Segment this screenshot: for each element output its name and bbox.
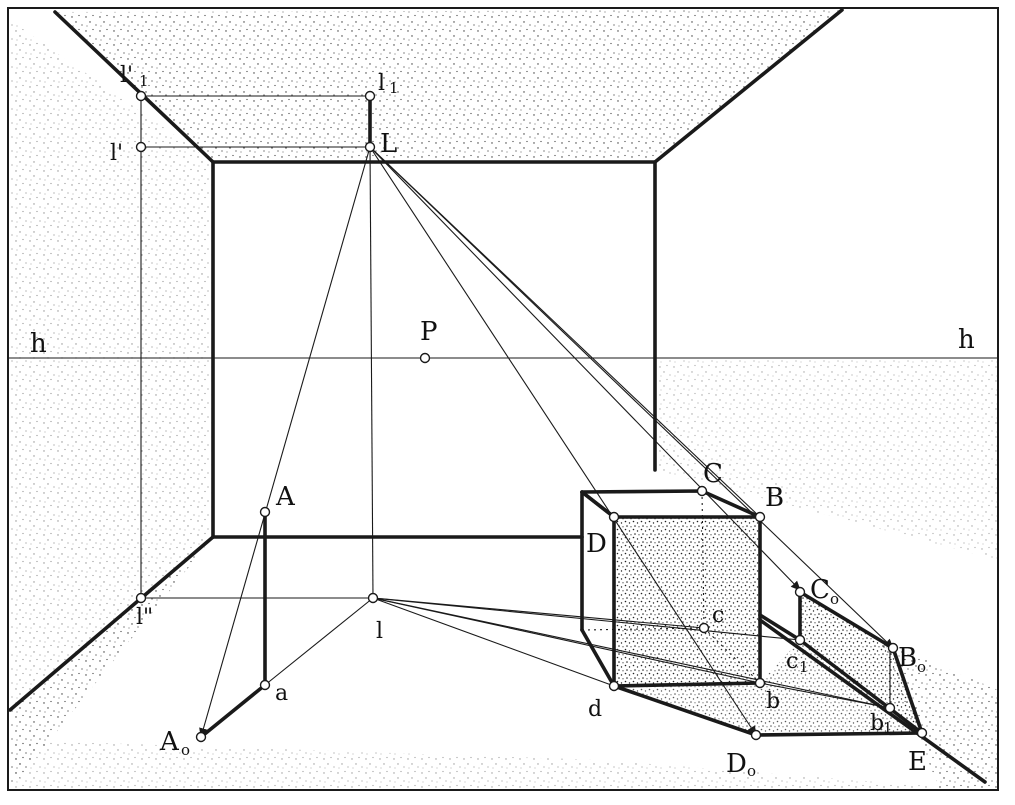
left-wall-surface (10, 20, 213, 710)
point-B0 (887, 642, 899, 654)
label-l1-sub: 1 (389, 79, 399, 97)
construction-points (135, 90, 928, 743)
point-b1 (884, 702, 896, 714)
label-B: B (765, 483, 784, 513)
point-C (696, 485, 708, 497)
label-h-left: h (30, 329, 47, 359)
label-C0: C (810, 575, 830, 605)
point-A (259, 506, 271, 518)
label-L: L (380, 129, 397, 159)
label-c: c (712, 603, 724, 628)
point-P (419, 352, 431, 364)
label-d: d (588, 697, 602, 722)
label-b: b (766, 689, 780, 714)
label-E: E (908, 747, 927, 777)
label-l1-prime-sub: 1 (139, 72, 149, 90)
point-a (259, 679, 271, 691)
point-l1 (364, 90, 376, 102)
label-l-prime: l' (110, 141, 123, 166)
label-c1-sub: 1 (799, 658, 809, 676)
label-a: a (275, 681, 288, 706)
point-B (754, 511, 766, 523)
label-A0-sub: o (181, 741, 190, 759)
label-C: C (703, 459, 723, 489)
label-l1-prime: l' (120, 63, 133, 88)
label-A: A (275, 482, 296, 512)
point-l-prime (135, 141, 147, 153)
point-A0 (195, 731, 207, 743)
point-D (608, 511, 620, 523)
point-E (916, 727, 928, 739)
light-construction (140, 94, 374, 599)
shadow-outlines (612, 590, 924, 737)
point-D0 (750, 729, 762, 741)
label-l: l (376, 619, 383, 644)
point-labels: h h P L l 1 l' l' 1 l" l A a A o C B D c… (30, 63, 975, 780)
point-d (608, 680, 620, 692)
label-D: D (586, 529, 607, 559)
label-l1: l (378, 71, 385, 96)
cube-front-face (614, 517, 760, 686)
label-A0: A (159, 727, 180, 757)
point-c (698, 622, 710, 634)
right-wall-lower (655, 360, 998, 560)
label-b1-sub: 1 (883, 719, 893, 737)
point-b (754, 677, 766, 689)
label-B0: B (898, 643, 917, 673)
point-l1-prime (135, 90, 147, 102)
right-floor-corner (880, 640, 998, 790)
label-b1: b (870, 711, 884, 736)
label-C0-sub: o (830, 590, 839, 608)
point-L (364, 141, 376, 153)
floor-bottom-band (10, 740, 980, 790)
stick-and-shadow (199, 510, 267, 739)
point-l-dprime (135, 592, 147, 604)
cube-wall-shadow (800, 592, 922, 733)
label-c1: c (786, 649, 798, 674)
point-c1 (794, 634, 806, 646)
label-l-dprime: l" (136, 605, 153, 630)
point-l (367, 592, 379, 604)
label-h-right: h (958, 325, 975, 355)
point-C0 (794, 586, 806, 598)
ceiling-surface (55, 10, 842, 162)
label-D0: D (726, 749, 747, 779)
label-P: P (420, 317, 438, 347)
left-floor-corner (10, 537, 213, 790)
label-D0-sub: o (747, 762, 756, 780)
label-B0-sub: o (917, 658, 926, 676)
